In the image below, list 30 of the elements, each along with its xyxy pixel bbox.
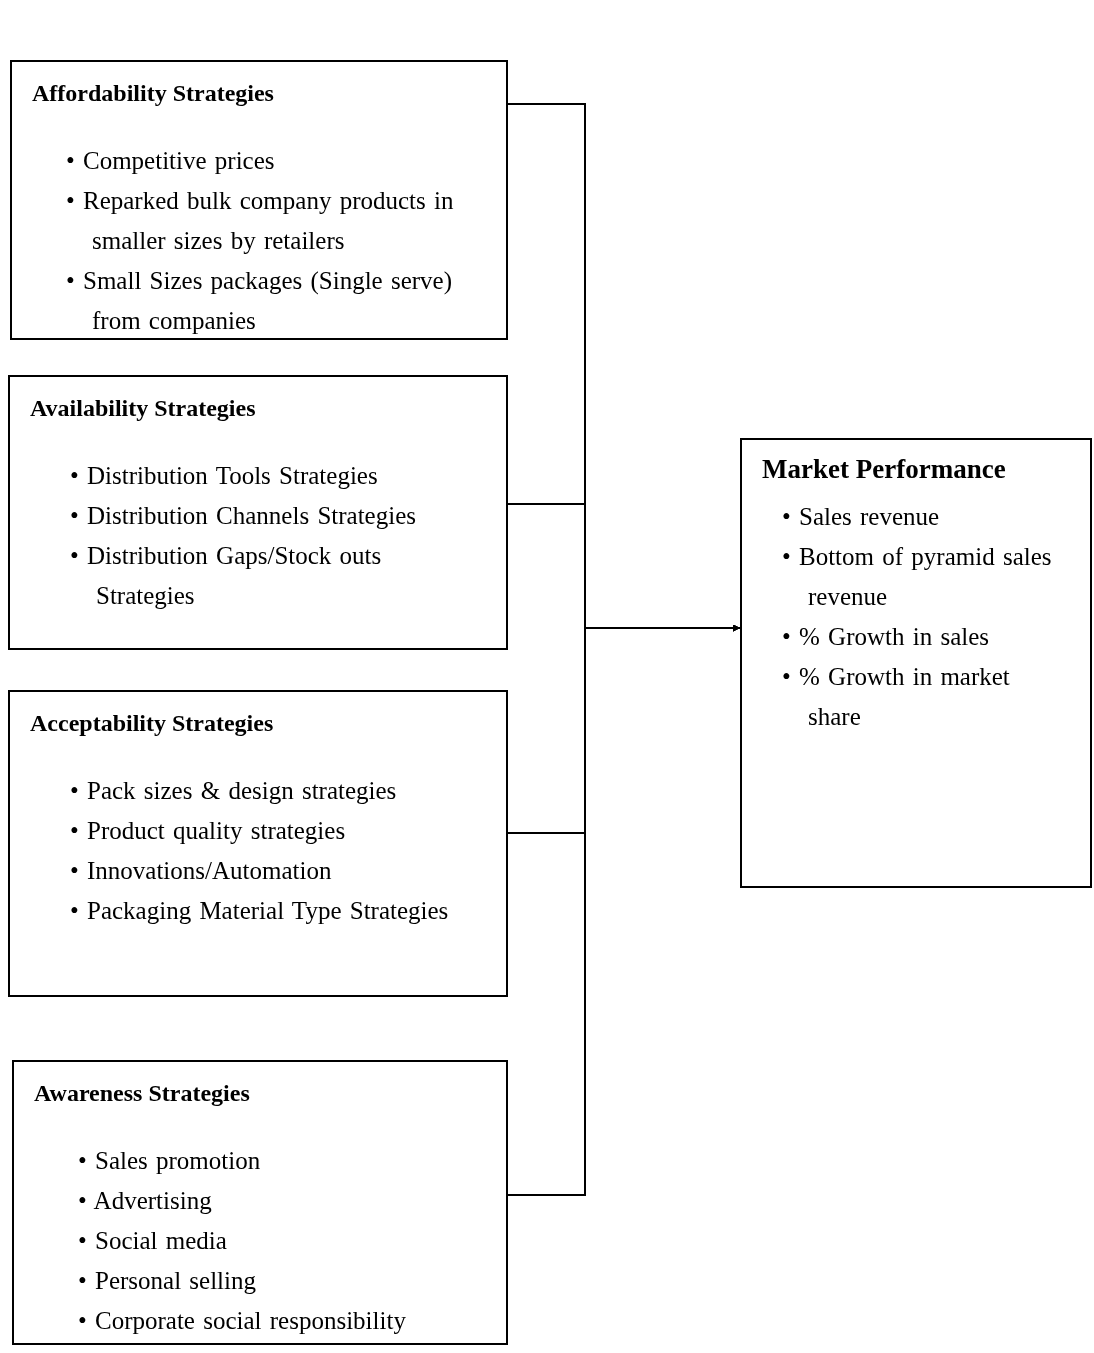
bullet-item: • Competitive prices — [66, 146, 276, 176]
bullet-item: • Reparked bulk company products in smaller sizes by retailers — [66, 186, 455, 256]
bullet-item: • Advertising — [78, 1186, 213, 1216]
bullet-item: • % Growth in sales — [782, 622, 990, 652]
box-heading: Acceptability Strategies — [30, 710, 275, 737]
bullet-item: • Distribution Gaps/Stock outs Strategies — [70, 541, 383, 611]
strategy-box — [8, 690, 508, 997]
bullet-item: • Innovations/Automation — [70, 856, 333, 886]
bullet-item: • Small Sizes packages (Single serve) from companies — [66, 266, 453, 336]
strategy-box — [12, 1060, 508, 1345]
bullet-item: • Sales promotion — [78, 1146, 262, 1176]
strategy-box — [740, 438, 1092, 888]
bullet-item: • Product quality strategies — [70, 816, 347, 846]
bullet-item: • Pack sizes & design strategies — [70, 776, 398, 806]
strategy-box — [10, 60, 508, 340]
bullet-item: • Bottom of pyramid sales revenue — [782, 542, 1053, 612]
strategy-box — [8, 375, 508, 650]
box-heading: Affordability Strategies — [32, 80, 275, 107]
bullet-item: • Social media — [78, 1226, 228, 1256]
bullet-item: • Sales revenue — [782, 502, 941, 532]
box-heading: Awareness Strategies — [34, 1080, 251, 1107]
bullet-item: • Distribution Tools Strategies — [70, 461, 379, 491]
box-heading: Market Performance — [762, 454, 1007, 485]
box-heading: Availability Strategies — [30, 395, 257, 422]
bullet-item: • Corporate social responsibility — [78, 1306, 407, 1336]
arrow — [507, 624, 741, 1196]
bullet-item: • Packaging Material Type Strategies — [70, 896, 450, 926]
bullet-item: • % Growth in market share — [782, 662, 1011, 732]
bullet-item: • Personal selling — [78, 1266, 257, 1296]
bullet-item: • Distribution Channels Strategies — [70, 501, 417, 531]
